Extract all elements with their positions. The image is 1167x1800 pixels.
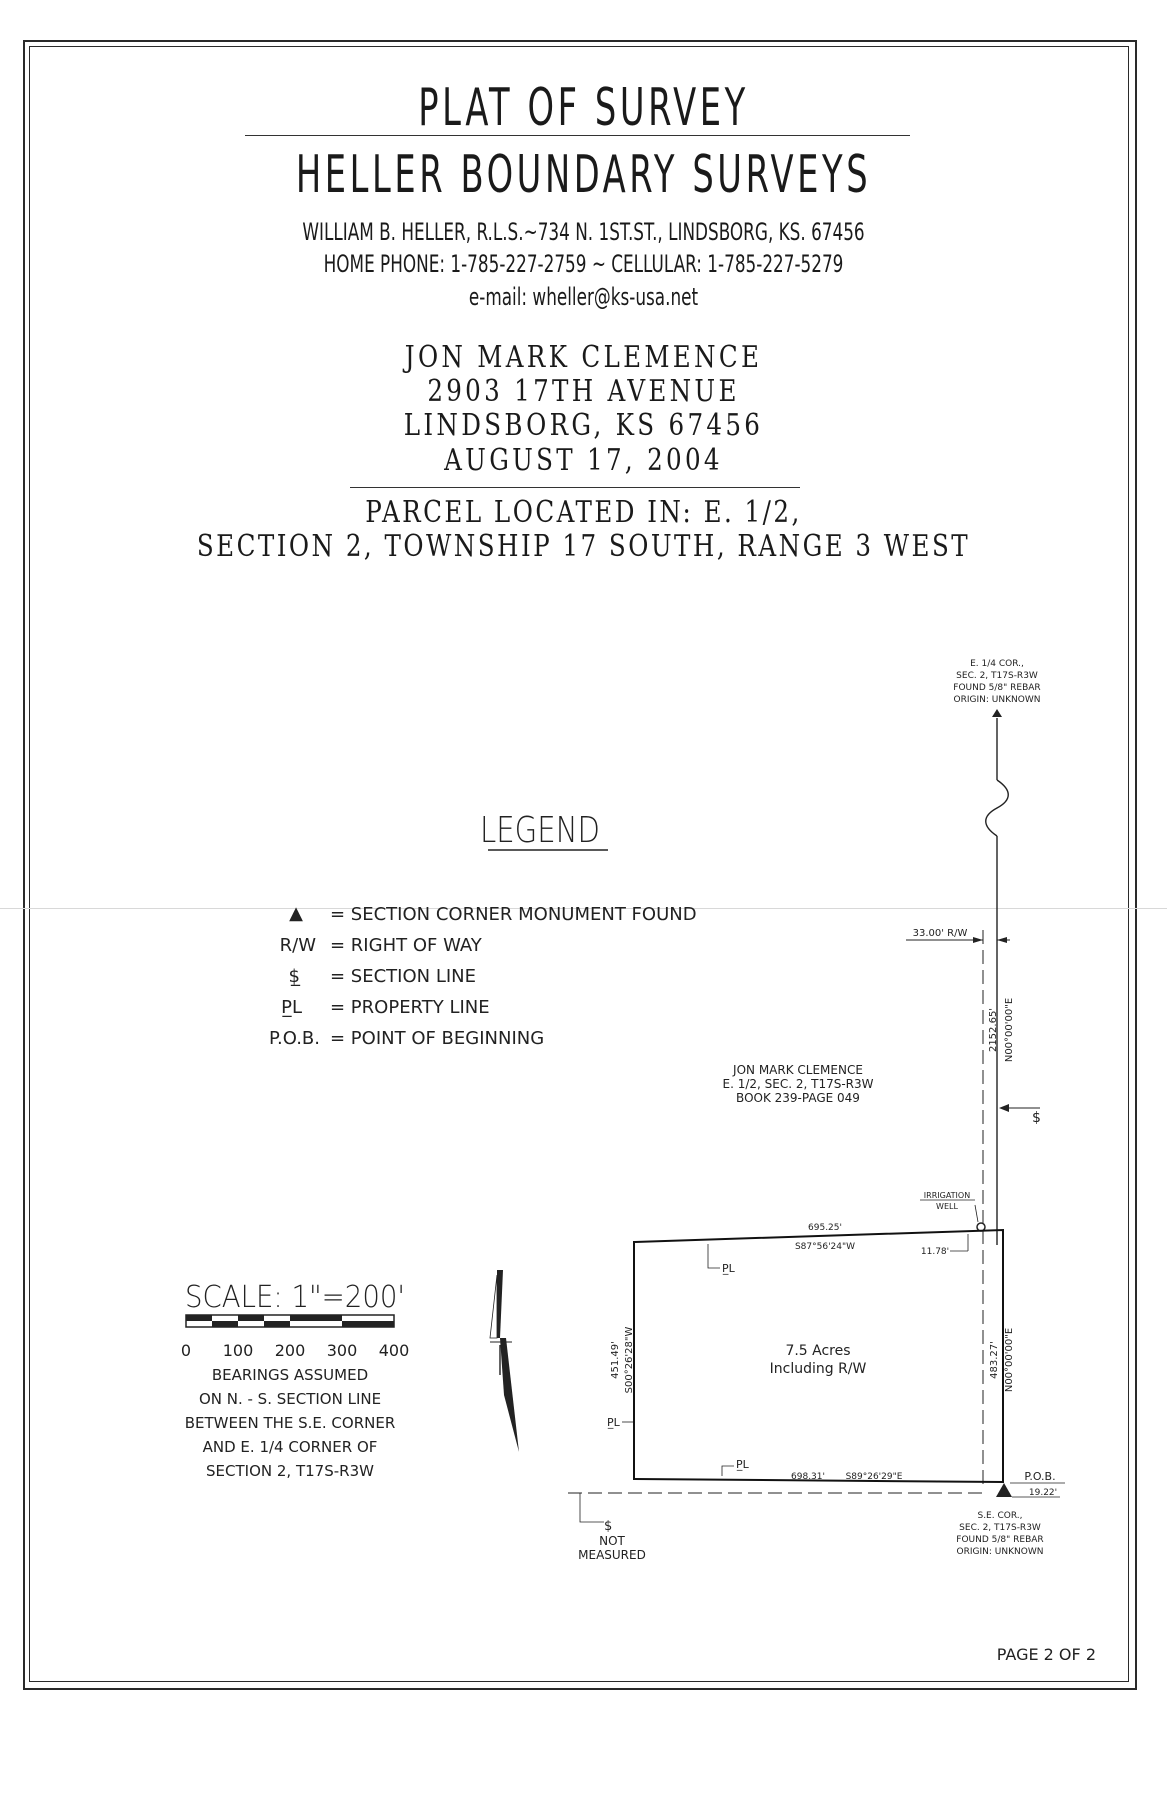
scale-note-2: ON N. - S. SECTION LINE: [199, 1390, 381, 1408]
client-street: 2903 17TH AVENUE: [427, 374, 740, 409]
se-corner-monument-icon: [996, 1483, 1012, 1497]
east-distance: 483.27': [989, 1341, 1000, 1379]
se-corner-label-2: SEC. 2, T17S-R3W: [959, 1523, 1041, 1533]
surveyor-address: WILLIAM B. HELLER, R.L.S.~734 N. 1ST.ST.…: [302, 218, 865, 246]
scale-tick-200: 200: [275, 1341, 306, 1360]
ne-corner-label-4: ORIGIN: UNKNOWN: [954, 695, 1041, 705]
ne-corner-label-1: E. 1/4 COR.,: [970, 659, 1024, 669]
north-arrow-icon: [489, 1270, 519, 1452]
section-line-pointer-arrow: [999, 1104, 1009, 1112]
not-measured-label-1: NOT: [599, 1534, 625, 1548]
inner-border: [29, 46, 1129, 1682]
outer-border: [23, 40, 1137, 1690]
se-corner-label-3: FOUND 5/8" REBAR: [956, 1535, 1043, 1545]
north-distance: 695.25': [808, 1223, 842, 1233]
rw-arrow-left: [973, 937, 983, 943]
legend-symbol-pob: P.O.B.: [269, 1028, 320, 1049]
parcel-line-2: SECTION 2, TOWNSHIP 17 SOUTH, RANGE 3 WE…: [196, 529, 971, 564]
legend-text-property-line: = PROPERTY LINE: [330, 997, 490, 1018]
legend-symbol-monument: ▲: [289, 903, 303, 924]
legend-text-section-line: = SECTION LINE: [330, 966, 476, 987]
pl-leader-north-elbow: [707, 1258, 720, 1269]
north-bearing: S87°56'24"W: [795, 1242, 855, 1252]
se-corner-label-4: ORIGIN: UNKNOWN: [957, 1547, 1044, 1557]
owner-name: JON MARK CLEMENCE: [732, 1063, 863, 1077]
client-name: JON MARK CLEMENCE: [404, 340, 763, 375]
se-corner-label-1: S.E. COR.,: [977, 1511, 1022, 1521]
date-rule: [350, 487, 800, 488]
scale-note-4: AND E. 1/4 CORNER OF: [203, 1438, 378, 1456]
ne-corner-label-3: FOUND 5/8" REBAR: [953, 683, 1040, 693]
pl-label-south: P̲L: [736, 1458, 750, 1471]
ne-corner-label-2: SEC. 2, T17S-R3W: [956, 671, 1038, 681]
ne-corner-monument-icon: [992, 709, 1002, 717]
legend-text-rw: = RIGHT OF WAY: [330, 935, 483, 956]
pl-label-west: P̲L: [607, 1416, 621, 1429]
fold-crease: [0, 908, 1167, 909]
scale-tick-0: 0: [181, 1341, 191, 1360]
scale-note-3: BETWEEN THE S.E. CORNER: [185, 1414, 396, 1432]
south-distance: 698.31': [791, 1472, 825, 1482]
not-measured-elbow: [579, 1515, 604, 1523]
pl-leader-south: [721, 1465, 734, 1476]
east-line-distance: 2152.65': [988, 1008, 999, 1052]
legend-text-monument: = SECTION CORNER MONUMENT FOUND: [330, 904, 697, 925]
legend-symbol-section-line: $̲: [289, 966, 301, 987]
owner-book: BOOK 239-PAGE 049: [736, 1091, 860, 1105]
scale-note-5: SECTION 2, T17S-R3W: [206, 1462, 374, 1480]
legend-symbol-rw: R/W: [280, 935, 317, 956]
legend-title: LEGEND: [480, 810, 600, 851]
well-offset: 11.78': [921, 1247, 949, 1257]
company-name: HELLER BOUNDARY SURVEYS: [295, 145, 872, 205]
survey-date: AUGUST 17, 2004: [444, 443, 723, 478]
parcel-line-1: PARCEL LOCATED IN: E. 1/2,: [365, 495, 802, 530]
well-leader: [974, 1204, 979, 1223]
scale-label: SCALE: 1"=200': [185, 1280, 405, 1315]
east-bearing: N00°00'00"E: [1004, 1328, 1015, 1392]
surveyor-phones: HOME PHONE: 1-785-227-2759 ~ CELLULAR: 1…: [323, 250, 844, 278]
section-line-label: $: [1032, 1110, 1041, 1126]
pl-label-north: P̲L: [722, 1262, 736, 1275]
owner-parcel: E. 1/2, SEC. 2, T17S-R3W: [722, 1077, 873, 1091]
area-note: Including R/W: [770, 1361, 867, 1377]
plat-title: PLAT OF SURVEY: [418, 78, 749, 138]
well-label-1: IRRIGATION: [924, 1191, 970, 1200]
not-measured-section-symbol: $: [604, 1519, 612, 1534]
scale-tick-100: 100: [223, 1341, 254, 1360]
not-measured-label-2: MEASURED: [578, 1548, 646, 1562]
legend-text-pob: = POINT OF BEGINNING: [330, 1028, 544, 1049]
legend-symbol-property-line: P̲L: [281, 997, 302, 1018]
west-bearing: S00°26'28"W: [624, 1327, 635, 1394]
scale-bar: [185, 1314, 395, 1328]
south-bearing: S89°26'29"E: [846, 1472, 903, 1482]
east-line-bearing: N00°00'00"E: [1004, 998, 1015, 1062]
pob-label: P.O.B.: [1024, 1470, 1055, 1483]
scale-note-1: BEARINGS ASSUMED: [212, 1366, 368, 1384]
well-label-2: WELL: [936, 1202, 958, 1211]
rw-width-label: 33.00' R/W: [913, 928, 968, 939]
parcel-boundary: [633, 1228, 1004, 1484]
surveyor-email: e-mail: wheller@ks-usa.net: [468, 283, 699, 311]
scale-tick-400: 400: [379, 1341, 410, 1360]
west-distance: 451.49': [610, 1341, 621, 1379]
pob-offset: 19.22': [1029, 1488, 1057, 1498]
title-rule: [245, 135, 910, 136]
page-number: PAGE 2 OF 2: [997, 1645, 1096, 1664]
scale-tick-300: 300: [327, 1341, 358, 1360]
area-label: 7.5 Acres: [785, 1343, 850, 1359]
section-line-break: [985, 779, 1009, 837]
client-city: LINDSBORG, KS 67456: [403, 408, 764, 443]
